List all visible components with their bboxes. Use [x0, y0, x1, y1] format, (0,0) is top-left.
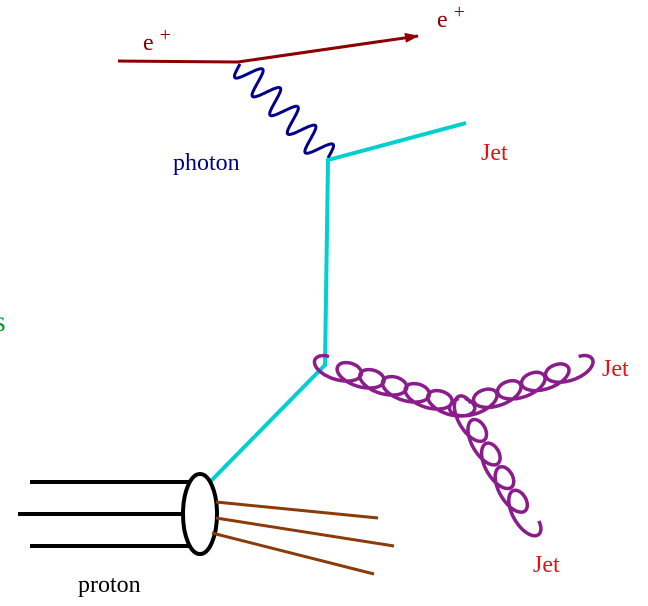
positron-in-label: e + [143, 24, 171, 56]
positron-incoming-line [117, 59, 239, 64]
positron-in-base: e [143, 30, 154, 56]
positron-out-charge: + [454, 1, 465, 23]
proton-remnant-lines [211, 500, 395, 576]
quark-line [206, 121, 467, 486]
gluon-line-upper-branch [447, 353, 595, 418]
gluon-line-lower-branch [452, 394, 543, 538]
positron-out-base: e [437, 7, 448, 33]
positron-out-label: e + [437, 1, 465, 33]
gluon-line-main [312, 353, 477, 418]
edge-glyph: s [0, 305, 6, 338]
proton-label: proton [78, 572, 141, 598]
jet-label-right: Jet [602, 356, 629, 382]
jet-label-bottom: Jet [533, 552, 560, 578]
proton-vertex-ellipse [181, 472, 219, 556]
positron-outgoing-line [237, 32, 419, 64]
jet-label-top: Jet [481, 140, 508, 166]
photon-line [233, 63, 335, 159]
proton-beam [18, 480, 198, 548]
photon-label: photon [173, 150, 240, 176]
positron-in-charge: + [160, 24, 171, 46]
